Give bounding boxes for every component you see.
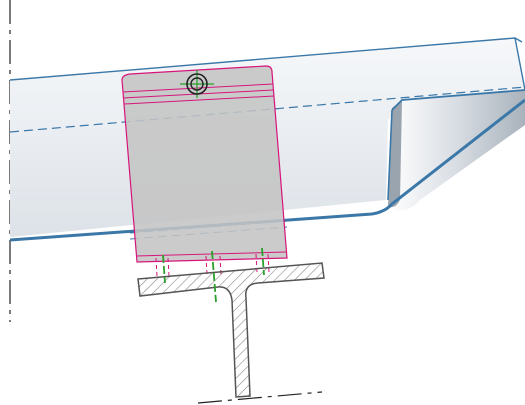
bolt-hidden-line-2 xyxy=(167,257,170,277)
bolt-centerline-3 xyxy=(261,247,265,276)
beam-inner-web-edge xyxy=(387,109,393,201)
bolt-centerline-1 xyxy=(162,254,166,284)
bolt-hidden-line-1 xyxy=(155,257,158,277)
beam-bottom-edge xyxy=(9,98,525,242)
bolt-hidden-line-3 xyxy=(205,255,208,275)
bracket-edge-line-3 xyxy=(123,95,275,105)
bolt-hidden-line-4 xyxy=(219,255,222,275)
tee-section[interactable] xyxy=(137,262,325,398)
axis-line-bottom xyxy=(197,391,323,404)
bolt-centerline-2 xyxy=(211,250,217,303)
bracket-plate-body xyxy=(121,65,288,263)
bracket-plate[interactable] xyxy=(121,65,288,277)
tee-section-hatched xyxy=(137,262,325,398)
beam-right-edge xyxy=(514,37,525,91)
crosshair-target-icon[interactable] xyxy=(180,70,214,98)
bracket-edge-line-1 xyxy=(122,83,274,93)
bracket-base-line xyxy=(135,251,287,257)
beam-flange-top-edge xyxy=(391,89,525,111)
